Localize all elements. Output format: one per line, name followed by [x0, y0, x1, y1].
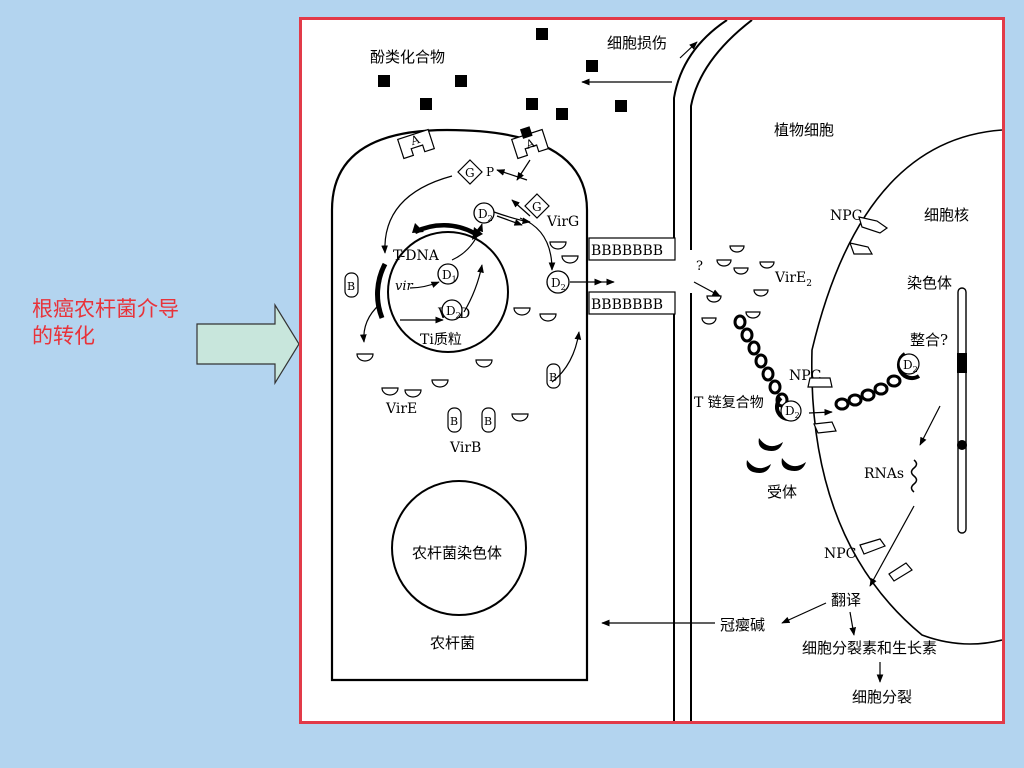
- label-phosphate: P: [486, 165, 494, 179]
- svg-text:G: G: [532, 200, 542, 214]
- d2-protein-in-plasmid: D2: [441, 299, 463, 321]
- label-cell-division: 细胞分裂: [852, 688, 912, 706]
- d2-protein-exiting: D2: [546, 270, 570, 294]
- label-virg: VirG: [546, 214, 579, 230]
- svg-text:D2: D2: [446, 304, 461, 320]
- nucleus-membrane: [811, 129, 1002, 645]
- label-ti-plasmid: Ti质粒: [420, 332, 462, 348]
- label-vire: VirE: [385, 401, 417, 417]
- vire-proteins: [356, 241, 775, 422]
- label-opine: 冠瘿碱: [720, 616, 765, 634]
- label-t-complex: T 链复合物: [694, 394, 764, 411]
- pathway-arrows: [359, 41, 941, 683]
- label-agro-chromosome: 农杆菌染色体: [412, 544, 502, 562]
- svg-text:D1: D1: [442, 268, 457, 284]
- label-agrobacterium: 农杆菌: [430, 634, 475, 652]
- label-nucleus: 细胞核: [924, 206, 969, 224]
- ti-plasmid: T-DNA vir VirD Ti质粒: [375, 223, 509, 353]
- virb-capsules: [344, 272, 561, 433]
- label-vir: vir: [395, 279, 414, 294]
- virb-letter-2: B: [549, 371, 557, 384]
- svg-text:A: A: [523, 136, 537, 152]
- svg-text:D2: D2: [903, 358, 918, 374]
- transformation-diagram: BBBBBBB BBBBBBB 酚类化合物 细胞损伤 植物细胞 细胞核 染色体 …: [330, 20, 1002, 721]
- label-integration: 整合?: [910, 331, 948, 349]
- label-npc-bottom: NPC: [824, 546, 856, 562]
- pore-letters-top: BBBBBBB: [591, 243, 663, 259]
- plant-cell-wall: [673, 20, 753, 721]
- d2-integrated: D2: [897, 352, 921, 380]
- label-npc-top: NPC: [830, 208, 862, 224]
- label-hormones: 细胞分裂素和生长素: [802, 639, 937, 657]
- pore-letters-bottom: BBBBBBB: [591, 297, 663, 313]
- label-virb: VirB: [449, 440, 481, 456]
- label-tdna: T-DNA: [393, 248, 440, 264]
- virb-letter-3: B: [450, 415, 458, 428]
- nuclear-pores: [807, 216, 913, 582]
- plant-chromosome: [957, 287, 967, 534]
- virg-phosphorylated: G P: [457, 159, 494, 185]
- d2-t-complex: D2: [774, 396, 802, 422]
- agrobacterium-chromosome: [391, 480, 527, 616]
- svg-text:G: G: [465, 166, 475, 180]
- t-complex-chain: [733, 314, 902, 411]
- svg-text:D2: D2: [785, 404, 800, 420]
- virb-letter-4: B: [484, 415, 492, 428]
- label-receptor: 受体: [767, 483, 797, 501]
- svg-text:A: A: [408, 132, 422, 148]
- agrobacterium-cell: [330, 128, 589, 682]
- rna-squiggle: [910, 459, 918, 493]
- label-translation: 翻译: [831, 591, 861, 609]
- plant-receptors: [746, 438, 806, 473]
- label-phenolics: 酚类化合物: [370, 48, 445, 66]
- svg-text:D2: D2: [478, 207, 493, 223]
- label-cell-damage: 细胞损伤: [607, 34, 667, 52]
- diagram-panel: BBBBBBB BBBBBBB 酚类化合物 细胞损伤 植物细胞 细胞核 染色体 …: [299, 17, 1005, 724]
- receptor-a-left: A: [396, 128, 436, 160]
- d1-protein: D1: [437, 263, 459, 285]
- virb-letter-1: B: [347, 280, 355, 293]
- d2-protein-top: D2: [473, 202, 495, 224]
- virg-protein: G: [524, 193, 550, 219]
- label-rnas: RNAs: [864, 466, 904, 482]
- label-chromosome: 染色体: [907, 274, 952, 292]
- right-arrow-shape: [196, 303, 300, 385]
- svg-text:D2: D2: [551, 276, 566, 292]
- phenolic-compounds: [378, 28, 627, 120]
- slide-title: 根癌农杆菌介导的转化: [32, 297, 179, 348]
- virb-pore: BBBBBBB BBBBBBB: [588, 237, 676, 315]
- label-question: ?: [696, 259, 703, 274]
- label-plant-cell: 植物细胞: [774, 121, 834, 139]
- receptor-a-right: A: [510, 126, 550, 160]
- label-vire2: VirE2: [774, 270, 812, 289]
